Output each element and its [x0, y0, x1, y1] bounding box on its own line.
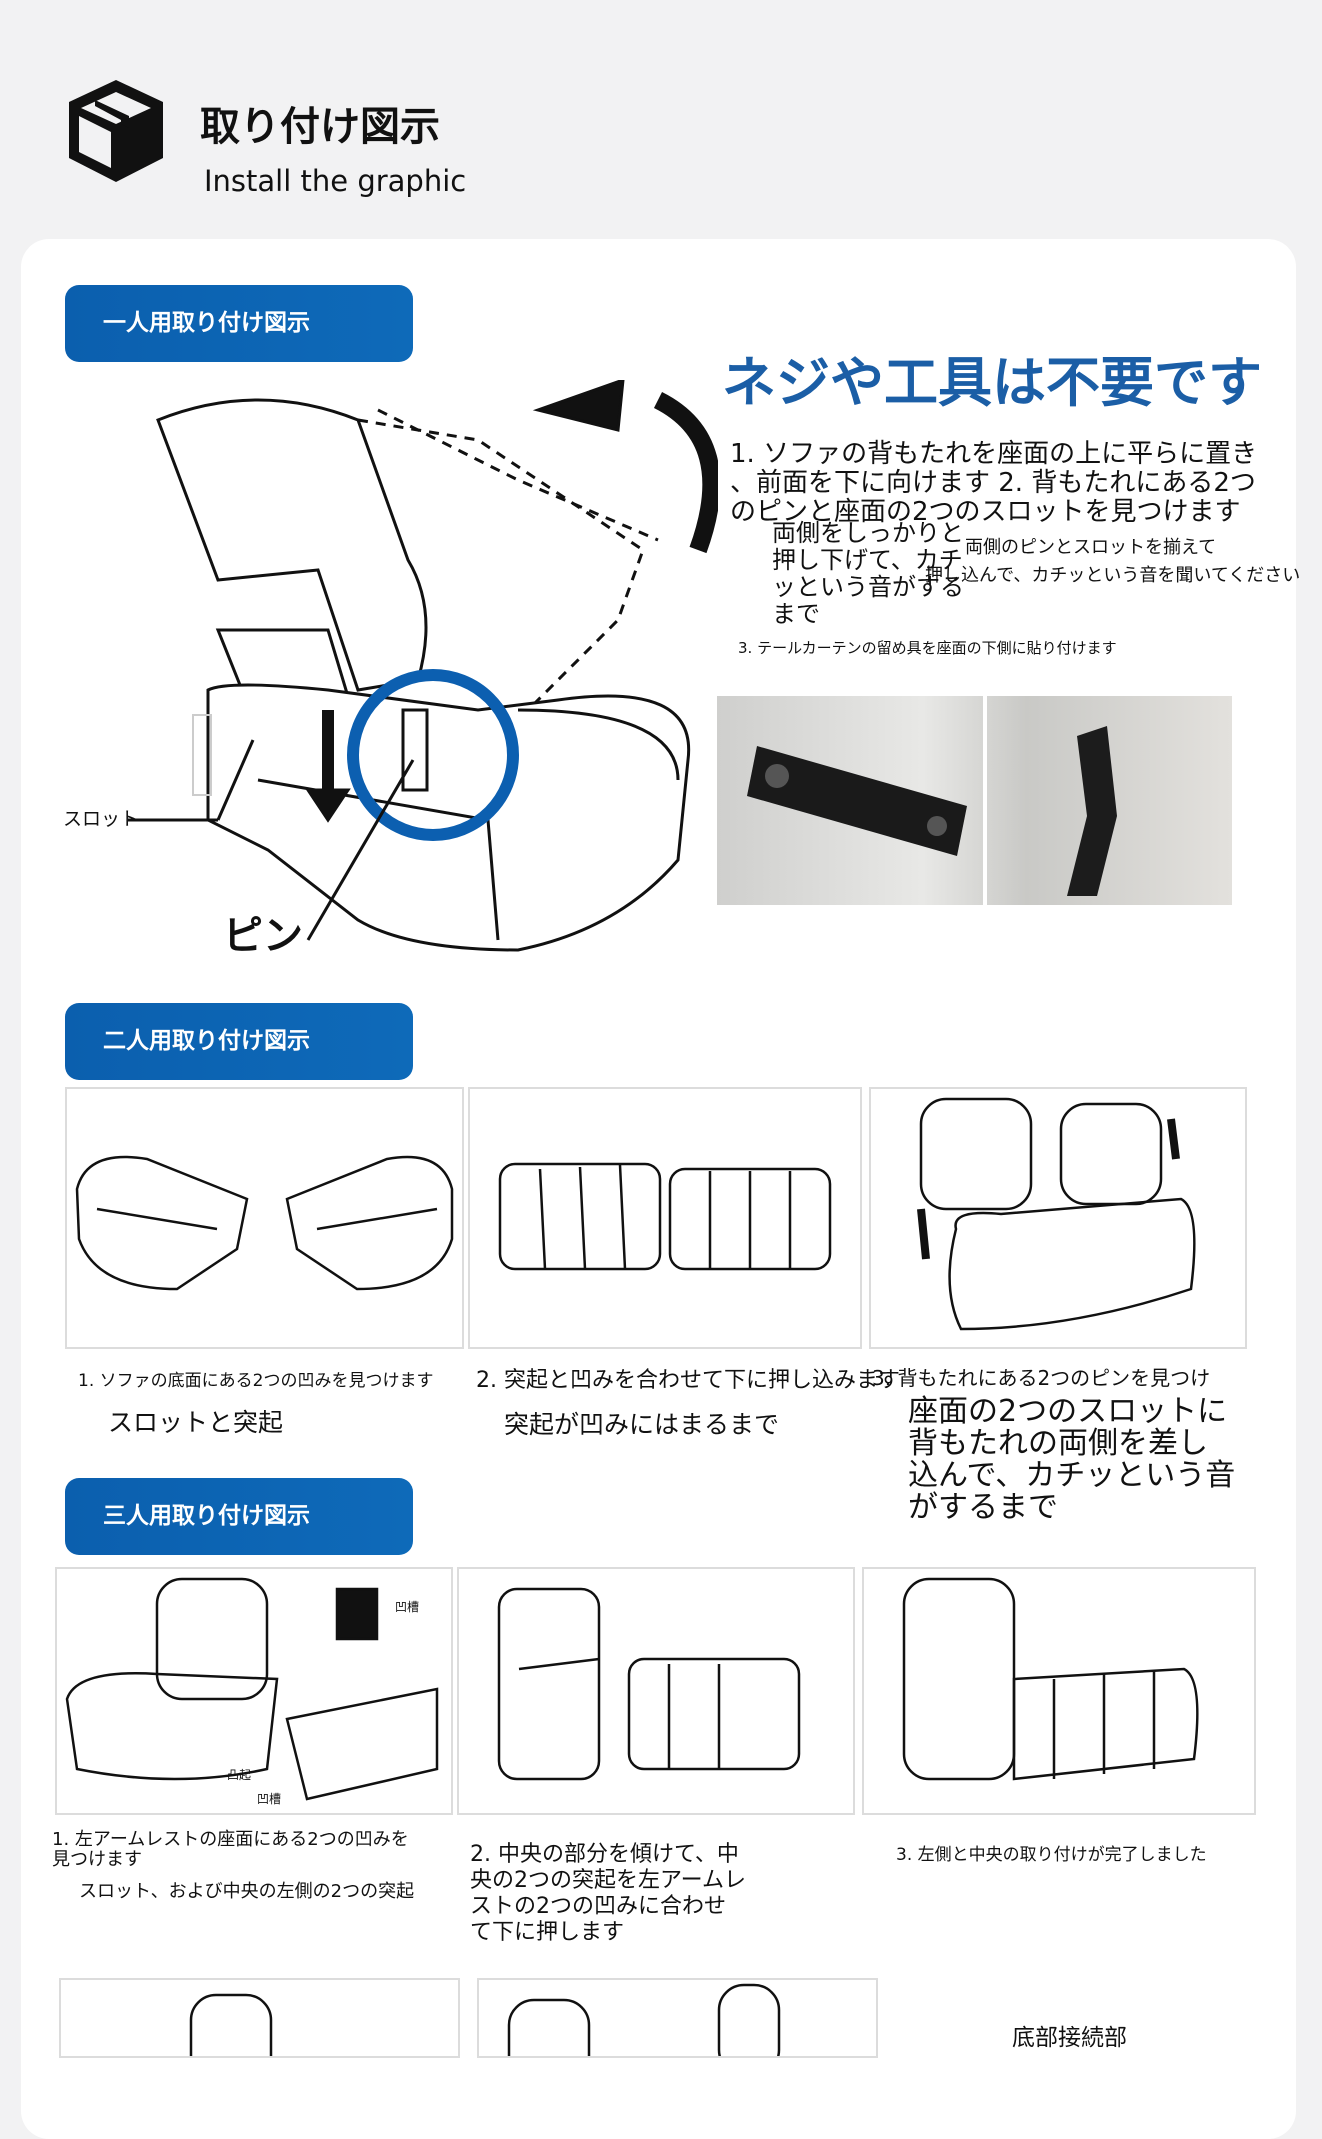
double-caption-2: 2. 突起と凹みを合わせて下に押し込みます — [476, 1368, 900, 1393]
triple-caption-1: 1. 左アームレストの座面にある2つの凹みを 見つけます スロット、および中央の… — [52, 1830, 414, 1902]
text-line: 1. ソファの背もたれを座面の上に平らに置き — [730, 439, 1258, 469]
double-panel-3 — [869, 1087, 1247, 1349]
text-line: 見つけます — [52, 1849, 142, 1870]
double-subcaption-1: スロットと突起 — [108, 1408, 284, 1437]
text-line: 、前面を下に向けます 2. 背もたれにある2つ — [730, 468, 1256, 498]
no-tools-headline: ネジや工具は不要です — [722, 351, 1262, 414]
triple-caption-2: 2. 中央の部分を傾けて、中 央の2つの突起を左アームレ ストの2つの凹みに合わ… — [470, 1842, 746, 1946]
pin-label: ピン — [223, 913, 303, 959]
double-panel-2 — [468, 1087, 862, 1349]
text-line: 座面の2つのスロットに — [908, 1394, 1228, 1429]
triple-panel-1: 凹槽凸起凹槽 — [55, 1567, 453, 1815]
single-step-overlay-b: 両側のピンとスロットを揃えて 押し込んで、カチッという音を聞いてください — [925, 534, 1300, 590]
slot-label: スロット — [63, 808, 140, 830]
text-line: 両側をしっかりと — [772, 519, 964, 547]
triple-panel-3 — [862, 1567, 1256, 1815]
text-line: 背もたれの両側を差し — [908, 1426, 1208, 1461]
text-line: 押し込んで、カチッという音を聞いてください — [925, 565, 1301, 586]
double-caption-3: 3. 背もたれにある2つのピンを見つけ — [872, 1366, 1211, 1390]
triple-panel-4 — [59, 1978, 460, 2058]
single-seat-banner: 一人用取り付け図示 — [65, 285, 413, 362]
single-step-overlay-a: 両側をしっかりと 押し下げて、カチ ッという音がする まで — [772, 520, 964, 628]
recess-label: 凹槽 — [395, 1600, 419, 1614]
text-line: て下に押します — [470, 1920, 625, 1945]
text-line: 込んで、カチッという音 — [908, 1458, 1236, 1493]
single-seat-diagram — [58, 380, 718, 960]
text-line: のピンと座面の2つのスロットを見つけます — [730, 497, 1241, 527]
single-step-3: 3. テールカーテンの留め具を座面の下側に貼り付けます — [738, 639, 1117, 657]
text-line: ストの2つの凹みに合わせ — [470, 1894, 726, 1919]
double-caption-3-detail: 座面の2つのスロットに 背もたれの両側を差し 込んで、カチッという音 がするまで — [908, 1396, 1235, 1524]
text-line: ッという音がする — [772, 573, 964, 601]
double-panel-1 — [65, 1087, 464, 1349]
text-line: 押し下げて、カチ — [772, 546, 963, 574]
triple-panel-5 — [477, 1978, 878, 2058]
text-line: 2. 中央の部分を傾けて、中 — [470, 1842, 739, 1867]
double-caption-1: 1. ソファの底面にある2つの凹みを見つけます — [78, 1371, 434, 1391]
double-subcaption-2: 突起が凹みにはまるまで — [504, 1410, 780, 1439]
triple-caption-3: 3. 左側と中央の取り付けが完了しました — [896, 1845, 1207, 1865]
page-subtitle: Install the graphic — [204, 164, 467, 198]
text-line: 央の2つの突起を左アームレ — [470, 1868, 747, 1893]
single-step-1: 1. ソファの背もたれを座面の上に平らに置き 、前面を下に向けます 2. 背もた… — [730, 440, 1257, 527]
text-line: がするまで — [908, 1490, 1058, 1525]
triple-panel-2 — [457, 1567, 855, 1815]
text-line: 1. 左アームレストの座面にある2つの凹みを — [52, 1829, 409, 1850]
page-title: 取り付け図示 — [200, 104, 440, 150]
bottom-connection-label: 底部接続部 — [1012, 2025, 1127, 2051]
text-line: 両側のピンとスロットを揃えて — [965, 537, 1217, 558]
double-seat-banner: 二人用取り付け図示 — [65, 1003, 413, 1080]
text-line: スロット、および中央の左側の2つの突起 — [79, 1881, 415, 1902]
triple-seat-banner: 三人用取り付け図示 — [65, 1478, 413, 1555]
recess-label: 凹槽 — [257, 1792, 281, 1806]
hardware-photo — [717, 696, 1232, 905]
text-line: まで — [772, 600, 820, 628]
protrusion-label: 凸起 — [227, 1768, 251, 1782]
box-icon — [65, 76, 167, 186]
